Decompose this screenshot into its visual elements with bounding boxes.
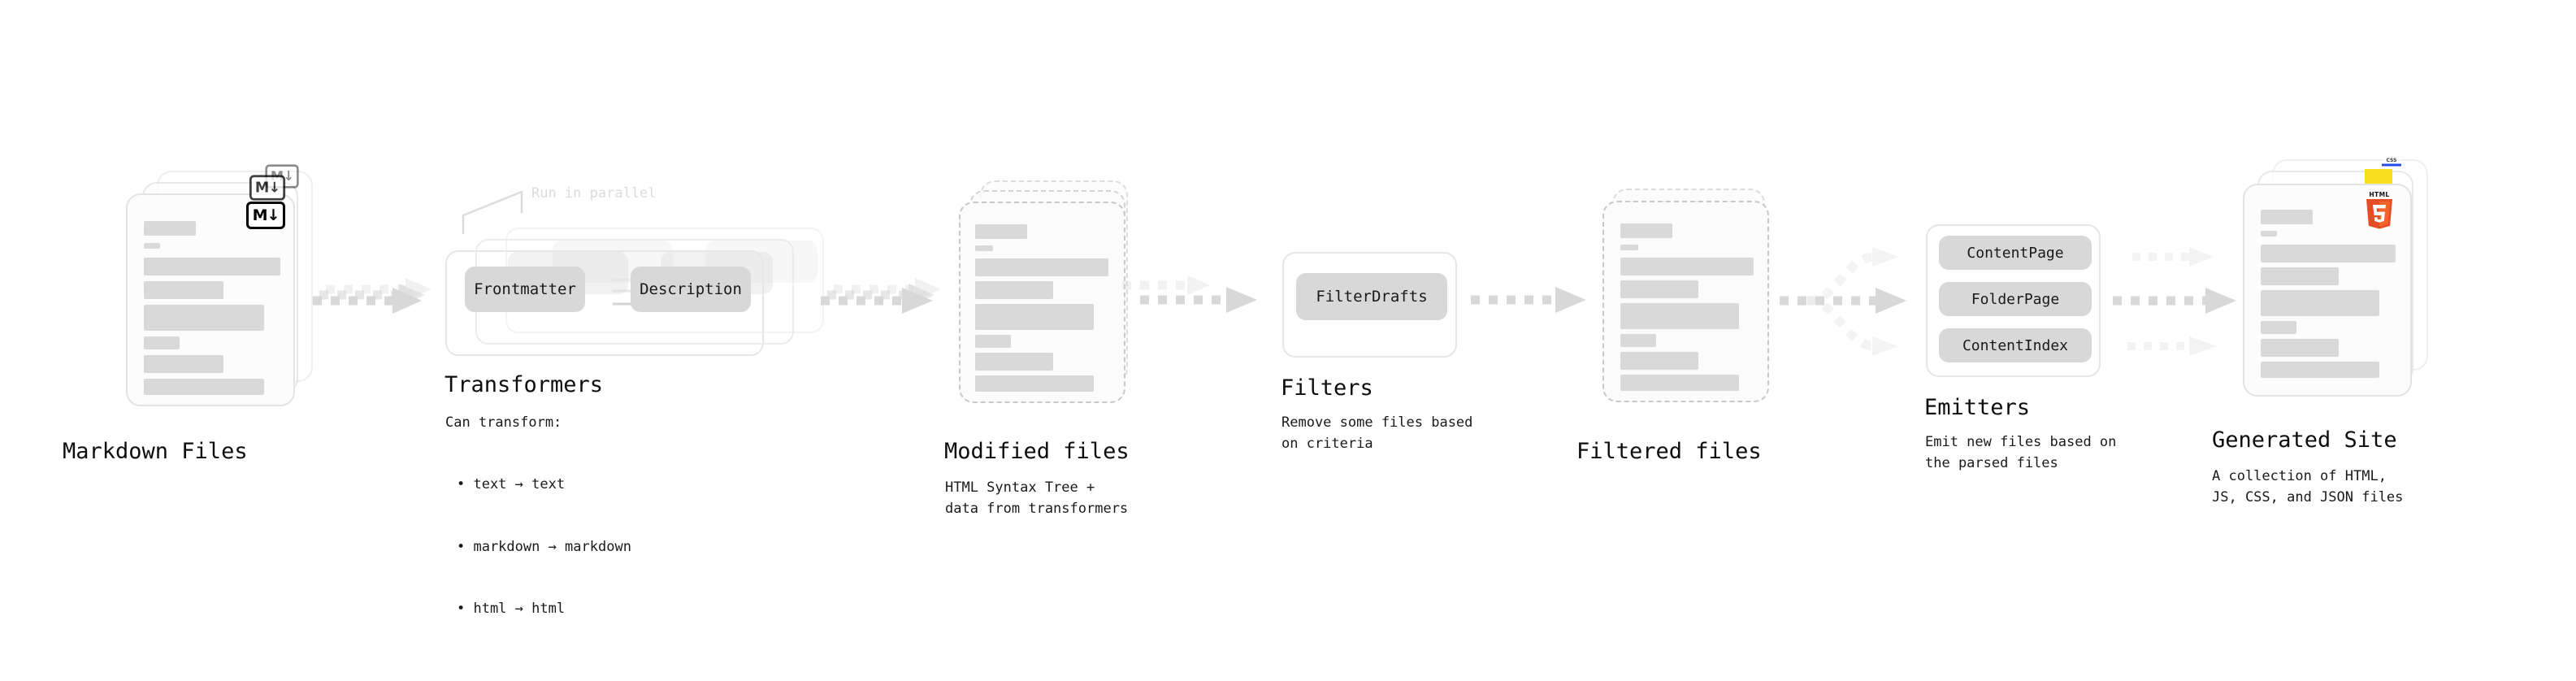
transformer-pill-description[interactable]: Description [631, 267, 751, 312]
connector-transformers-to-modified [821, 268, 959, 333]
css3-icon: CSS [2382, 156, 2401, 167]
connector-emitters-to-site [2113, 229, 2267, 375]
transformer-pill-frontmatter[interactable]: Frontmatter [465, 267, 585, 312]
javascript-icon [2365, 169, 2392, 184]
transformers-bullet-0: • text → text [457, 476, 566, 492]
connector-filtered-to-emitters [1780, 229, 1934, 375]
filtered-file-stack [1602, 189, 1781, 416]
filters-pill-filterdrafts[interactable]: FilterDrafts [1296, 273, 1447, 320]
connector-modified-to-filters [1122, 270, 1278, 327]
transformers-bullet-list: • text → text • markdown → markdown • ht… [457, 433, 631, 661]
emitters-group: ContentPage FolderPage ContentIndex [1926, 224, 2101, 377]
stage-markdown-files: M↓ M↓ M↓ Markdown Files [63, 164, 313, 464]
emitters-pill-contentpage[interactable]: ContentPage [1939, 236, 2092, 270]
emitters-pill-contentindex[interactable]: ContentIndex [1939, 328, 2092, 362]
emitters-pill-folderpage[interactable]: FolderPage [1939, 282, 2092, 316]
stage-generated-site: CSS HTML Generated Site A collection of … [2212, 156, 2438, 505]
filtered-card-front [1602, 201, 1769, 402]
modified-placeholder-lines [961, 203, 1124, 401]
connector-filters-to-filtered [1471, 270, 1609, 327]
html5-icon: HTML [2366, 191, 2392, 229]
label-filters: Filters [1281, 375, 1373, 401]
filters-group: FilterDrafts [1282, 252, 1457, 358]
dashed-arrow-group [313, 278, 432, 314]
emitters-subtitle: Emit new files based on the parsed files [1925, 434, 2117, 471]
parallel-bracket-icon [462, 190, 523, 234]
markdown-icon-mid: M↓ [249, 175, 286, 201]
label-transformers: Transformers [445, 372, 604, 397]
generated-site-subtitle: A collection of HTML, JS, CSS, and JSON … [2212, 468, 2404, 505]
markdown-file-stack: M↓ M↓ M↓ [126, 164, 313, 414]
label-run-in-parallel: Run in parallel [531, 185, 657, 202]
transformer-group-front [445, 250, 764, 356]
dashed-arrow-group [2113, 247, 2236, 356]
dashed-fanout-arrows [1780, 247, 1906, 356]
dashed-arrow-group [1471, 287, 1586, 313]
stage-filtered-files: Filtered files [1576, 189, 1781, 464]
dashed-arrow-group [821, 278, 941, 314]
transformers-bullet-2: • html → html [457, 601, 566, 617]
site-file-stack: CSS HTML [2243, 156, 2438, 403]
filtered-placeholder-lines [1604, 202, 1767, 401]
markdown-icon: M↓ [246, 202, 285, 229]
label-markdown-files: Markdown Files [63, 439, 248, 464]
connector-markdown-to-transformers [313, 268, 443, 333]
site-placeholder-lines [2244, 185, 2410, 395]
markdown-card-front [126, 193, 295, 406]
modified-file-stack [959, 180, 1138, 416]
label-generated-site: Generated Site [2212, 427, 2397, 453]
svg-text:CSS: CSS [2387, 158, 2397, 163]
transformers-bullet-1: • markdown → markdown [457, 538, 631, 555]
filters-subtitle: Remove some files based on criteria [1281, 414, 1473, 452]
label-modified-files: Modified files [944, 439, 1130, 464]
modified-files-subtitle: HTML Syntax Tree + data from transformer… [945, 479, 1129, 517]
stage-modified-files: Modified files HTML Syntax Tree + data f… [944, 180, 1138, 517]
markdown-placeholder-lines [128, 195, 293, 405]
dashed-arrow-group [1122, 275, 1257, 313]
modified-card-front [959, 202, 1125, 403]
transformers-subtitle: Can transform: [445, 414, 562, 431]
svg-text:HTML: HTML [2369, 191, 2389, 198]
label-filtered-files: Filtered files [1576, 439, 1762, 464]
label-emitters: Emitters [1924, 395, 2031, 420]
